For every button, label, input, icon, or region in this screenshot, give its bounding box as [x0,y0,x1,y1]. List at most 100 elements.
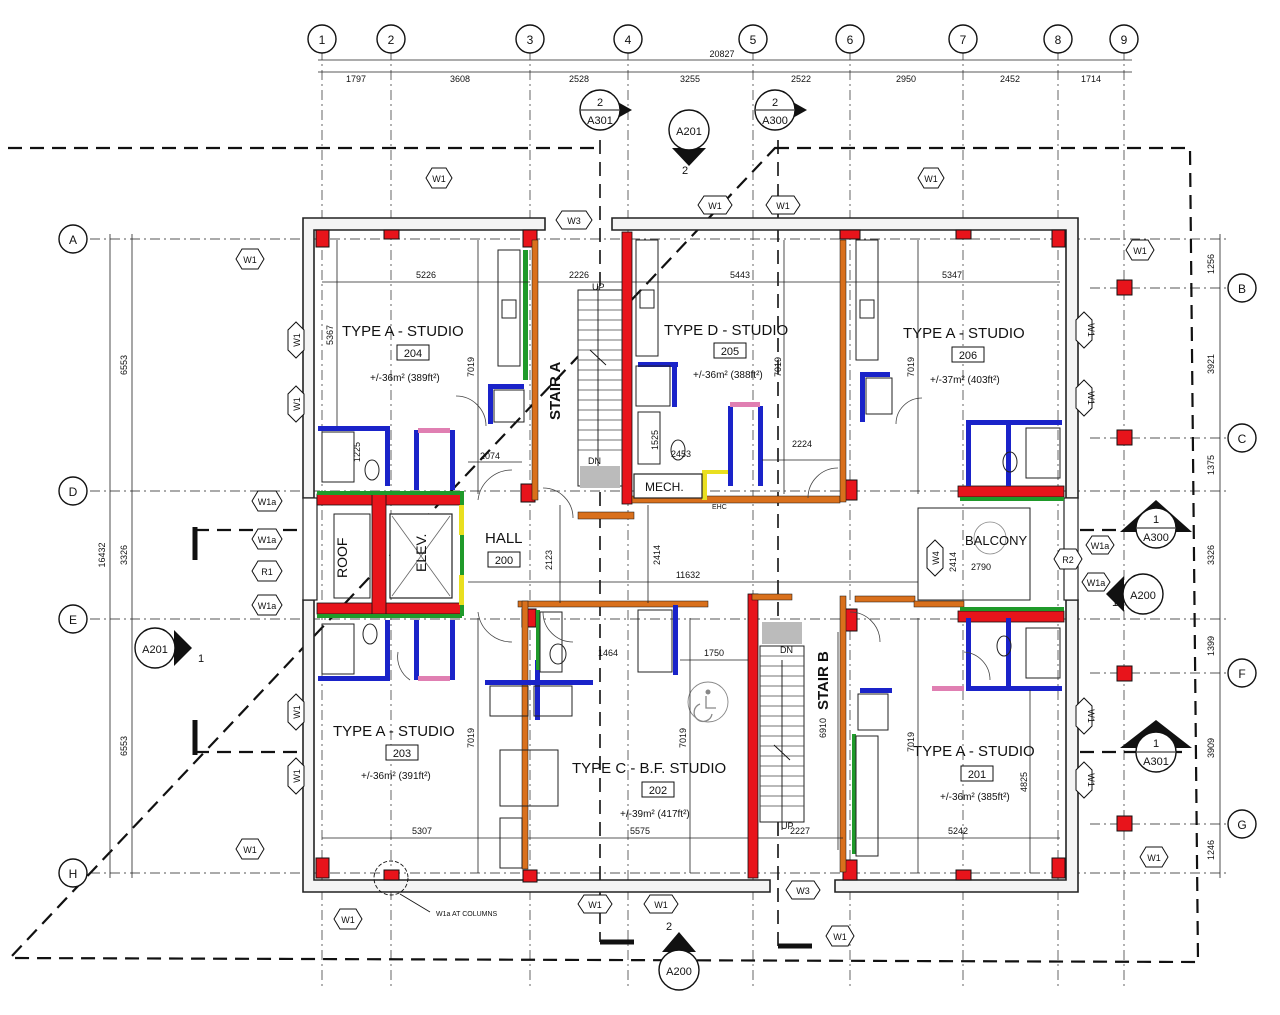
door-swings [397,395,991,681]
roof-label: ROOF [334,538,350,578]
svg-text:UP: UP [592,282,605,292]
walls-green [317,250,1064,854]
svg-text:W3: W3 [796,886,810,896]
section-marker-right-lower: 1 A301 [1120,720,1192,773]
svg-text:5307: 5307 [412,826,432,836]
fixtures [321,239,1061,869]
svg-text:11632: 11632 [676,570,700,580]
grid-bubble-4: 4 [613,24,643,54]
grid-bubble-D: D [58,476,88,506]
svg-text:W1: W1 [292,333,302,347]
svg-text:9: 9 [1121,33,1128,47]
stair-b: DN UP STAIR B [759,622,832,831]
svg-text:2528: 2528 [569,74,589,84]
balcony: BALCONY [917,507,1031,601]
unit-name: TYPE A - STUDIO [333,723,455,740]
balcony-label: BALCONY [965,533,1027,548]
unit-number: 203 [393,748,411,760]
svg-text:A300: A300 [1143,532,1169,544]
wall-tag: W3 [785,880,821,900]
svg-text:A300: A300 [762,115,788,127]
elevation-marker-top: A201 2 [668,109,710,177]
unit-name: TYPE D - STUDIO [664,322,788,339]
hall-number: 200 [495,555,513,567]
wall-tag: W1 [1075,697,1096,735]
svg-text:1399: 1399 [1206,636,1216,656]
grid-row-bubbles: A D E H B C F G [58,224,1257,888]
interior-dimension-lines [322,240,1060,873]
wall-tag: W1 [287,385,305,423]
elevation-marker-right: A200 1 [1106,573,1164,615]
site-boundary [7,140,1200,964]
wall-tag: R2 [1053,548,1083,570]
svg-text:7019: 7019 [906,732,916,752]
walls-pink [418,402,964,691]
grid-bubble-G: G [1227,809,1257,839]
wall-tag: W1 [287,321,305,359]
section-marker-right-upper: 1 A300 [1120,500,1192,549]
svg-text:W1: W1 [833,932,847,942]
svg-text:W1: W1 [292,769,302,783]
svg-text:UP: UP [781,821,794,831]
wall-tag: W1a [1081,572,1111,592]
svg-text:7: 7 [960,33,967,47]
svg-text:W1: W1 [1086,391,1096,405]
unit-area: +/-39m² (417ft²) [620,809,690,820]
wall-tag: W1 [577,894,613,914]
grid-bubble-7: 7 [948,24,978,54]
svg-text:2224: 2224 [792,439,812,449]
wall-tag: W1a [251,528,283,550]
top-dimension-string: 20827 1797 3608 2528 3255 2522 2950 2452… [318,49,1132,84]
right-dimension-string: 1256 3921 1375 3326 1399 3909 1246 [1206,234,1221,878]
hall-200: HALL 200 [485,530,523,568]
unit-number: 204 [404,348,422,360]
svg-text:DN: DN [780,645,793,655]
walls-blue [318,362,1062,720]
grid-bubble-5: 5 [738,24,768,54]
svg-text:1464: 1464 [598,648,618,658]
svg-text:3326: 3326 [119,545,129,565]
svg-text:2414: 2414 [652,545,662,565]
wall-tag: W3 [555,210,593,230]
unit-name: TYPE A - STUDIO [342,323,464,340]
wall-tag: W1 [333,908,363,930]
grid-bubble-3: 3 [515,24,545,54]
svg-text:5575: 5575 [630,826,650,836]
svg-text:4825: 4825 [1019,772,1029,792]
stair-a-label: STAIR A [547,362,564,420]
svg-text:3909: 3909 [1206,738,1216,758]
wall-tag: W1 [287,693,305,731]
grid-bubble-1: 1 [307,24,337,54]
svg-text:1225: 1225 [352,442,362,462]
svg-text:2790: 2790 [971,562,991,572]
svg-text:6553: 6553 [119,355,129,375]
svg-text:W1: W1 [292,397,302,411]
svg-text:2950: 2950 [896,74,916,84]
svg-text:2452: 2452 [1000,74,1020,84]
svg-text:A200: A200 [666,966,692,978]
mech-room: MECH. EHC [633,473,727,511]
svg-text:W4: W4 [931,551,941,565]
svg-text:1797: 1797 [346,74,366,84]
svg-text:W1: W1 [1086,773,1096,787]
walls-yellow [459,470,728,605]
unit-203: TYPE A - STUDIO 203 +/-36m² (391ft²) [333,723,455,782]
svg-text:7019: 7019 [906,357,916,377]
unit-number: 202 [649,785,667,797]
ehc-label: EHC [712,504,727,511]
wall-tag: W1 [1075,311,1096,349]
grid-bubble-6: 6 [835,24,865,54]
svg-text:2227: 2227 [790,826,810,836]
grid-bubble-H: H [58,858,88,888]
svg-text:5242: 5242 [948,826,968,836]
grid-bubble-9: 9 [1109,24,1139,54]
svg-text:5347: 5347 [942,270,962,280]
wall-tag: W1 [287,757,305,795]
unit-202: TYPE C - B.F. STUDIO 202 +/-39m² (417ft²… [572,760,726,820]
svg-text:1750: 1750 [704,648,724,658]
svg-text:5226: 5226 [416,270,436,280]
svg-text:W1: W1 [292,705,302,719]
svg-text:7019: 7019 [466,728,476,748]
svg-text:1: 1 [1112,597,1118,609]
svg-text:2: 2 [666,921,672,933]
